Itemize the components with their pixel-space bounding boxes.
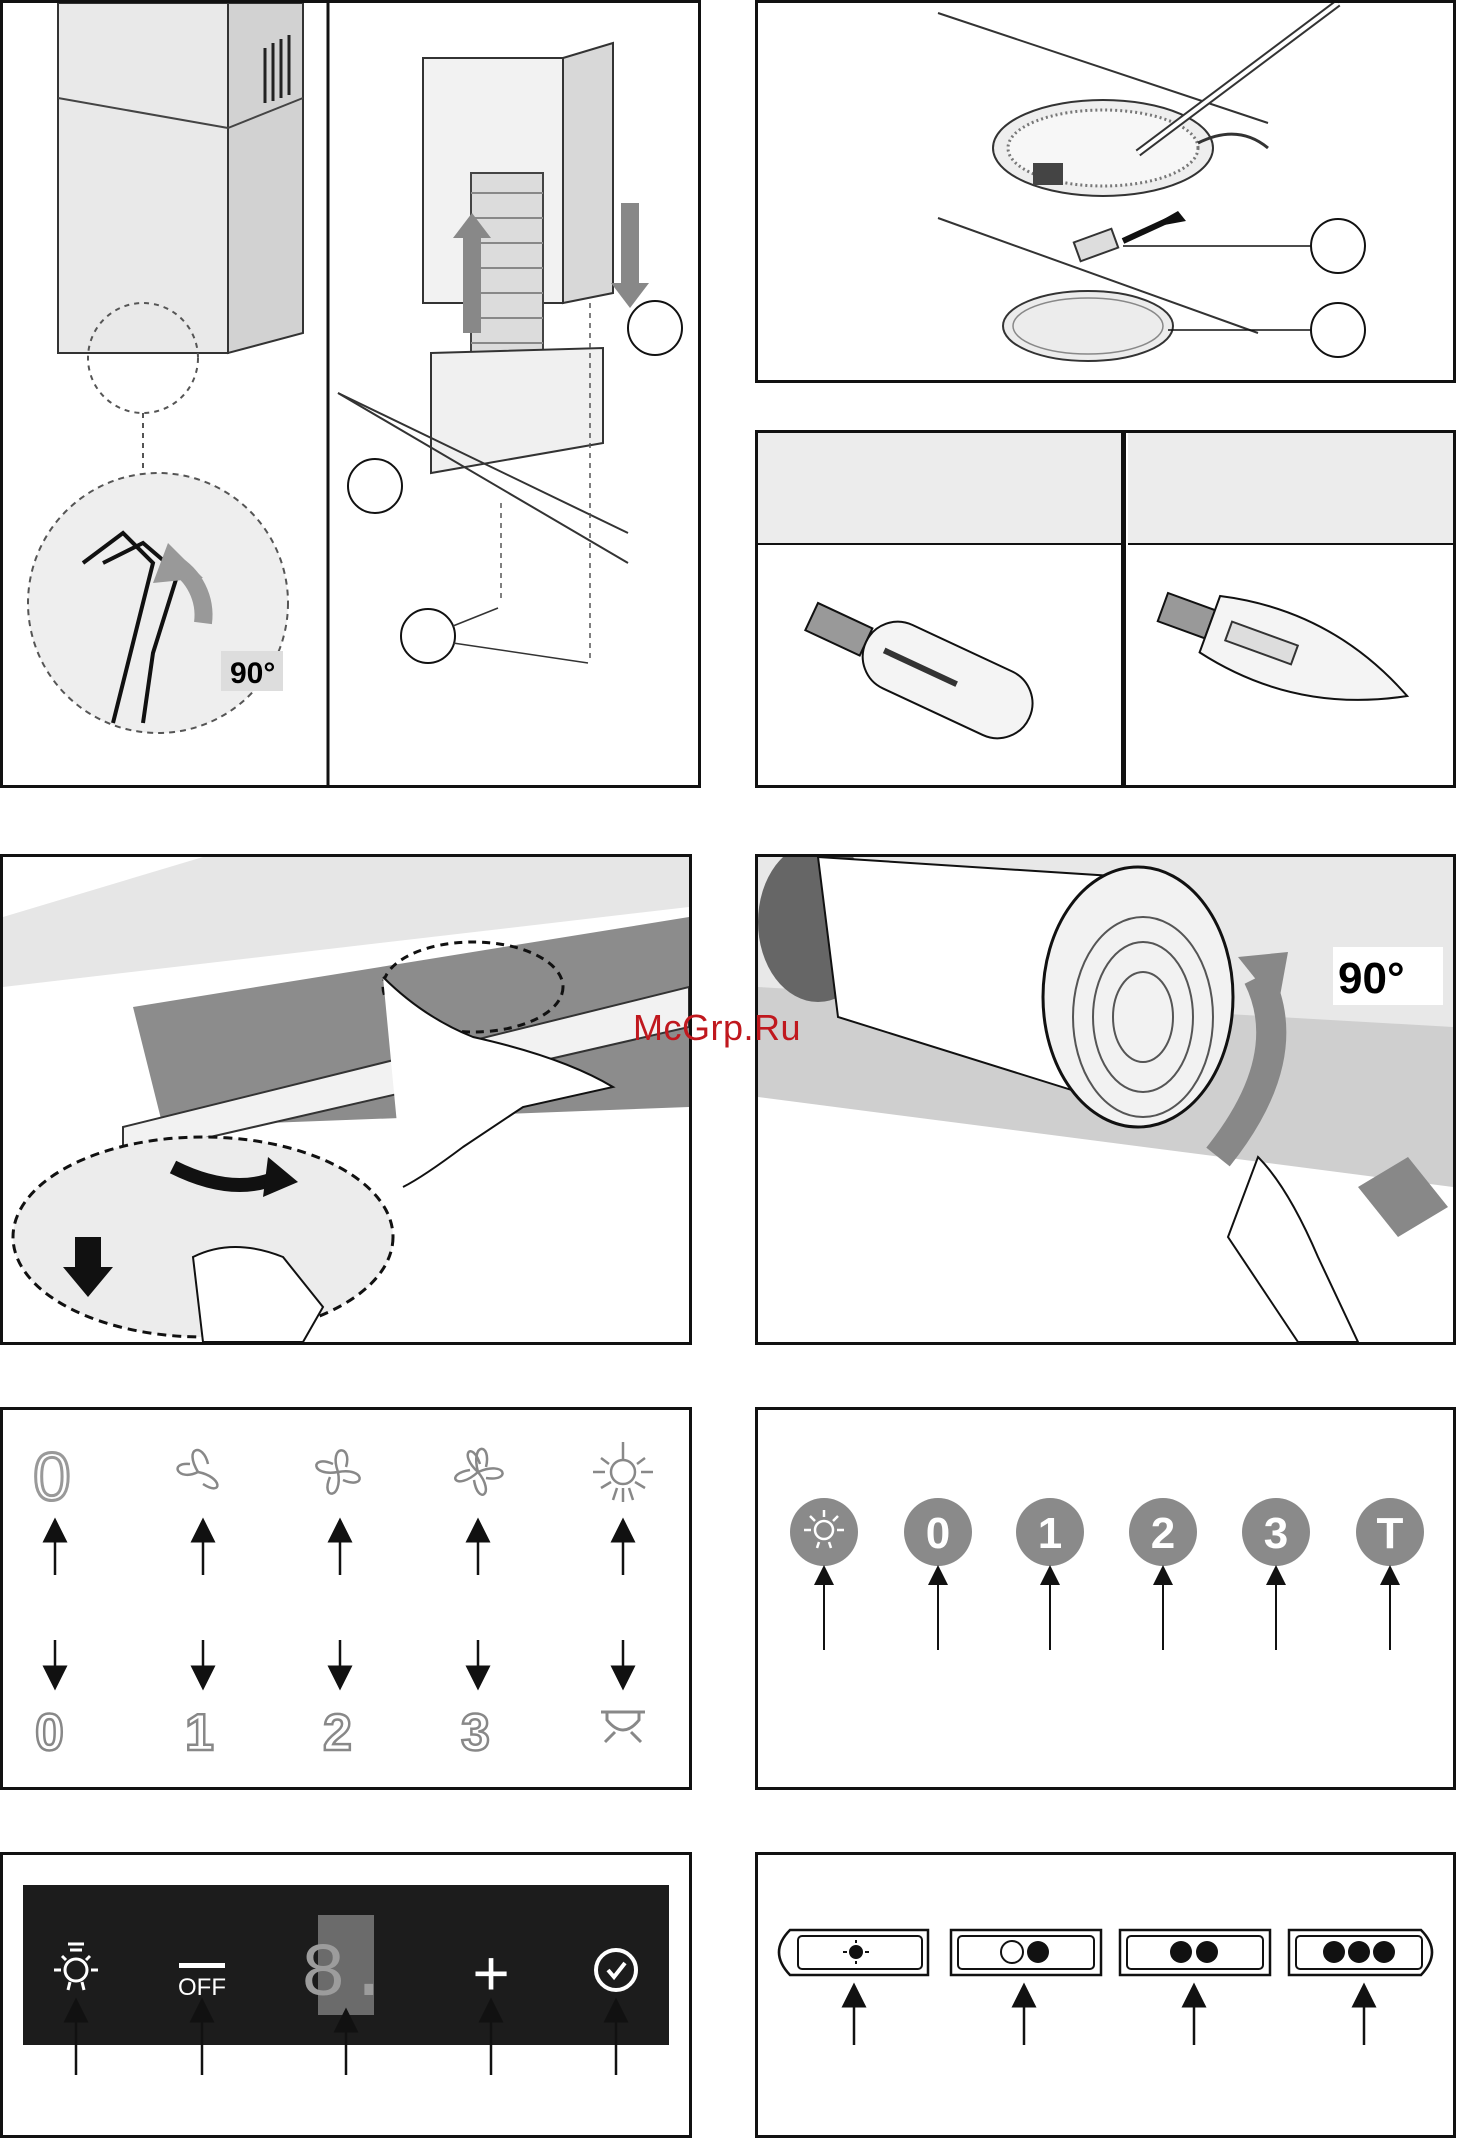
knob-control-diagram: 0 0 1 2 3 <box>3 1410 689 1787</box>
speed-label-0: 0 <box>35 1704 64 1762</box>
light-pill-button[interactable] <box>779 1930 928 1975</box>
symbol-zero: 0 <box>33 1439 71 1515</box>
speed-label-1: 1 <box>185 1704 214 1762</box>
angle-label: 90° <box>230 657 275 690</box>
svg-text:2: 2 <box>1151 1509 1175 1558</box>
button-1[interactable]: 1 <box>1016 1498 1084 1566</box>
svg-text:0: 0 <box>926 1509 950 1558</box>
fan-high-icon <box>455 1449 502 1495</box>
speed-3-pill-button[interactable] <box>1289 1930 1432 1975</box>
plus-touch-key[interactable]: + <box>472 1937 509 2009</box>
svg-text:T: T <box>1377 1509 1404 1558</box>
panel-filter-rotate: 90° <box>755 854 1456 1345</box>
filter-rotate-illustration: 90° <box>758 857 1453 1342</box>
panel-chimney-install: 90° <box>0 0 701 788</box>
speed-label-2: 2 <box>323 1704 352 1762</box>
candle-lamp-icon <box>1150 572 1420 732</box>
panel-filter-remove <box>0 854 692 1345</box>
panel-pill-buttons <box>755 1852 1456 2138</box>
speed-2-pill-button[interactable] <box>1120 1930 1270 1975</box>
panel-lamp-replace <box>755 0 1456 383</box>
fan-low-icon <box>178 1450 218 1488</box>
chimney-illustration: 90° <box>3 3 698 785</box>
speed-label-3: 3 <box>461 1704 490 1762</box>
panel-lamp-types <box>755 430 1456 788</box>
button-timer[interactable]: T <box>1356 1498 1424 1566</box>
lamp-types-illustration <box>758 433 1453 785</box>
watermark-text: McGrp.Ru <box>633 1007 801 1049</box>
button-2[interactable]: 2 <box>1129 1498 1197 1566</box>
panel-knob-control: 0 0 1 2 3 <box>0 1407 692 1790</box>
fan-mid-icon <box>316 1450 359 1493</box>
tube-lamp-icon <box>797 585 1044 750</box>
svg-text:8.: 8. <box>300 1932 391 2018</box>
svg-text:OFF: OFF <box>178 1974 226 2001</box>
button-0[interactable]: 0 <box>904 1498 972 1566</box>
svg-text:1: 1 <box>1038 1509 1062 1558</box>
filter-remove-illustration <box>3 857 689 1342</box>
svg-text:+: + <box>472 1937 509 2009</box>
panel-round-buttons: 0 1 2 3 T <box>755 1407 1456 1790</box>
panel-touch-control: OFF 8. + <box>0 1852 692 2138</box>
lamp-icon <box>601 1712 645 1742</box>
svg-text:3: 3 <box>1264 1509 1288 1558</box>
touch-control-diagram: OFF 8. + <box>3 1855 689 2135</box>
light-button[interactable] <box>790 1498 858 1566</box>
angle-label: 90° <box>1338 954 1405 1003</box>
button-3[interactable]: 3 <box>1242 1498 1310 1566</box>
round-buttons-diagram: 0 1 2 3 T <box>758 1410 1453 1787</box>
lamp-replace-illustration <box>758 3 1453 380</box>
light-icon <box>593 1442 653 1502</box>
pill-buttons-diagram <box>758 1855 1453 2135</box>
speed-1-pill-button[interactable] <box>951 1930 1101 1975</box>
